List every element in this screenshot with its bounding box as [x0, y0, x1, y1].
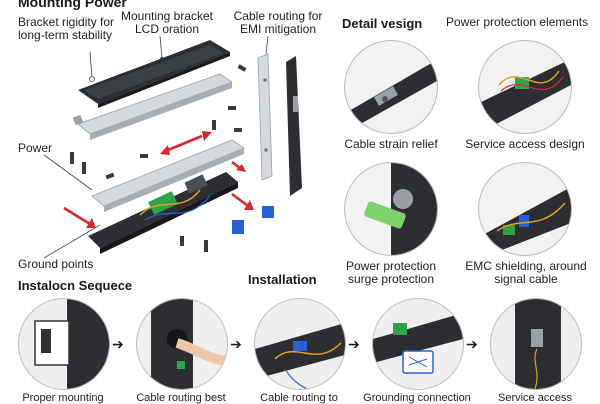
power-module — [184, 174, 208, 194]
step-label-proper-mounting: Proper mounting — [22, 392, 104, 404]
connector-green — [503, 225, 515, 235]
side-enclosure — [286, 56, 302, 196]
detail-circle-service-access — [478, 40, 572, 134]
connector-blue — [232, 220, 244, 234]
step-label-cable-routing-best: Cable routing best — [136, 392, 226, 404]
strain-relief-illustration — [349, 61, 437, 127]
detail-label-surge-protection: Power protection surge protection — [345, 259, 437, 286]
cable-channel-side — [257, 53, 273, 181]
exploded-assembly-diagram — [43, 35, 302, 259]
detail-circle-surge-protection — [344, 162, 438, 256]
detail-label-strain-relief: Cable strain relief — [344, 137, 438, 151]
mounting-rail-upper — [72, 73, 233, 140]
connector-blue — [519, 215, 529, 227]
label-cable-routing-emi: Cable routing for EMI mitigation — [233, 9, 323, 36]
detail-label-service-access: Service access design — [465, 137, 585, 151]
arrow-icon: ➔ — [112, 336, 124, 352]
arrow-icon: ➔ — [348, 336, 360, 352]
detail-circle-emc-shielding — [478, 162, 572, 256]
surge-protector — [364, 201, 406, 229]
step-label-cable-routing-to: Cable routing to — [260, 392, 338, 404]
label-mounting-bracket: Mounting bracket LCD oration — [120, 9, 214, 36]
detail-label-emc-shielding: EMC shielding, around signal cable — [465, 259, 587, 286]
leader-line-cable — [265, 35, 269, 55]
service-access-step-illustration — [515, 299, 561, 389]
grounding-connection-illustration — [373, 313, 463, 374]
page-title: Mounting Power — [18, 0, 127, 10]
step-circle-proper-mounting — [18, 298, 110, 390]
step-circle-grounding-connection — [372, 298, 464, 390]
leader-line-lcd — [159, 35, 163, 59]
step-label-grounding-connection: Grounding connection — [363, 392, 471, 404]
step-circle-cable-routing-best — [136, 298, 228, 390]
detail-label-power-protection: Power protection elements — [446, 15, 589, 29]
pcb-board — [148, 191, 178, 215]
surge-protection-illustration — [364, 163, 437, 255]
cable-routing-to-illustration — [255, 323, 345, 389]
connector-blue — [262, 206, 274, 218]
detail-circle-strain-relief — [344, 40, 438, 134]
label-bracket-rigidity: Bracket rigidity for long-term stability — [18, 15, 115, 42]
cable — [144, 195, 211, 221]
cable — [139, 189, 201, 216]
leader-line-power — [43, 154, 93, 191]
screws — [70, 64, 247, 252]
arrow-icon: ➔ — [466, 336, 478, 352]
arrow-icon: ➔ — [230, 336, 242, 352]
label-ground-points: Ground points — [18, 257, 94, 271]
detail-heading: Detail vesign — [342, 16, 423, 31]
installation-heading-center: Installation — [248, 272, 317, 287]
service-access-illustration — [479, 59, 571, 133]
step-circle-service-access — [490, 298, 582, 390]
cable-routing-best-illustration — [151, 299, 227, 389]
lcd-panel — [78, 40, 230, 108]
installation-heading-left: Instalocn Sequece — [18, 278, 133, 293]
mounting-rail-lower — [91, 139, 245, 212]
step-label-service-access: Service access — [498, 392, 572, 404]
red-arrows — [63, 131, 254, 228]
leader-dot — [89, 76, 95, 82]
electronics-base — [88, 172, 238, 254]
proper-mounting-illustration — [34, 299, 109, 389]
step-circle-cable-routing-to — [254, 298, 346, 390]
emc-shielding-illustration — [479, 187, 571, 255]
hand — [175, 338, 227, 366]
leader-line-ground — [43, 224, 101, 259]
leader-line-bracket — [89, 51, 93, 79]
label-power: Power — [18, 141, 53, 155]
